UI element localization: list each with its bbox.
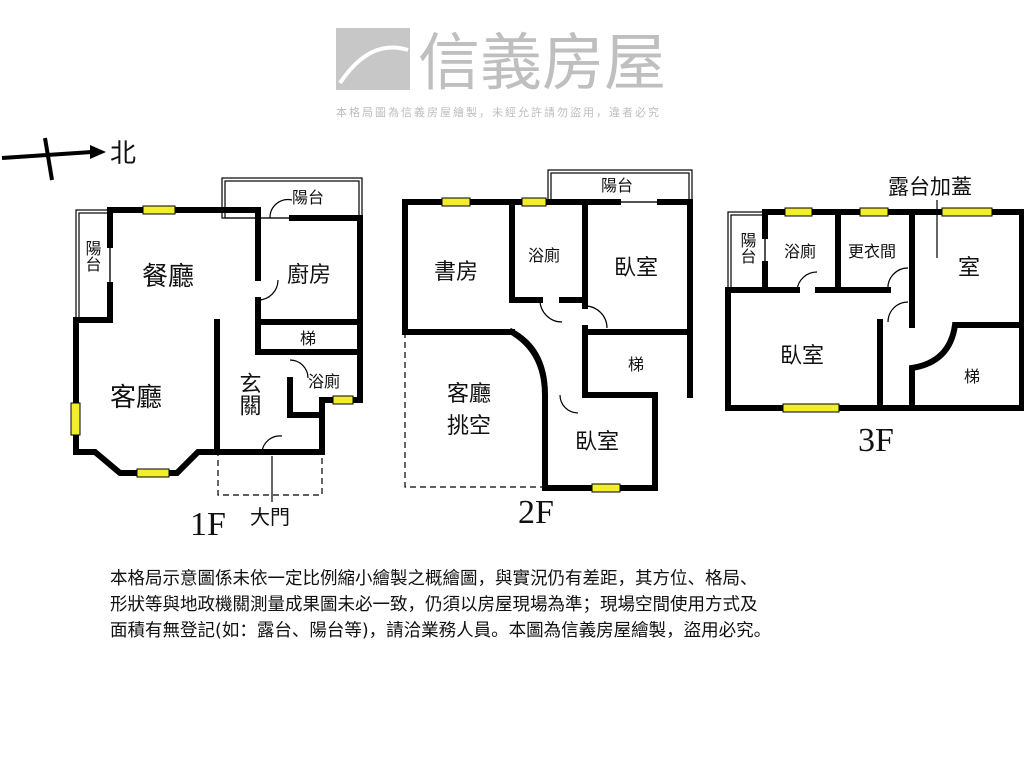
watermark-logo-text: 信義房屋 xyxy=(418,26,666,99)
floor-label-2f: 2F xyxy=(518,494,554,531)
room-label-main-door: 大門 xyxy=(250,505,290,529)
window xyxy=(941,207,993,217)
room-label-terrace-addition: 露台加蓋 xyxy=(888,175,972,199)
floor-2-plan xyxy=(402,169,693,493)
watermark-logo-icon xyxy=(336,28,410,90)
room-label-kitchen: 廚房 xyxy=(287,263,331,288)
window xyxy=(784,207,813,217)
room-label-bedroom: 臥室 xyxy=(614,256,658,281)
disclaimer-line: 本格局示意圖係未依一定比例縮小繪製之概繪圖，與實況仍有差距，其方位、格局、 xyxy=(110,569,758,589)
room-label-study: 書房 xyxy=(434,260,478,285)
disclaimer-line: 形狀等與地政機關測量成果圖未必一致，仍須以房屋現場為準；現場空間使用方式及 xyxy=(110,595,758,615)
window xyxy=(441,197,471,207)
floor-1-plan xyxy=(70,177,363,502)
room-label-stairs: 梯 xyxy=(628,355,644,374)
room-label-dining: 餐廳 xyxy=(142,262,194,292)
room-label-balcony: 陽台 xyxy=(601,176,633,195)
room-label-balcony: 陽台 xyxy=(292,188,324,207)
floor-label-3f: 3F xyxy=(858,422,894,459)
room-label-stairs: 梯 xyxy=(964,367,980,386)
window xyxy=(859,207,889,217)
room-label-living-void: 客廳 xyxy=(447,382,491,407)
watermark: 信義房屋 本格局圖為信義房屋繪製，未經允許請勿盜用，違者必究 xyxy=(336,26,666,119)
window xyxy=(70,402,81,436)
room-label-closet: 更衣間 xyxy=(848,242,896,261)
window xyxy=(591,483,621,493)
room-label-bedroom: 臥室 xyxy=(575,430,619,455)
room-label-balcony: 陽台 xyxy=(83,240,102,272)
disclaimer-notes: 本格局示意圖係未依一定比例縮小繪製之概繪圖，與實況仍有差距，其方位、格局、 形狀… xyxy=(110,566,930,644)
north-arrow-icon xyxy=(1,137,106,181)
room-label-stairs: 梯 xyxy=(300,329,316,348)
room-label-bedroom: 臥室 xyxy=(780,344,824,369)
compass-north-label: 北 xyxy=(110,139,136,169)
watermark-notice: 本格局圖為信義房屋繪製，未經允許請勿盜用，違者必究 xyxy=(336,105,661,119)
window xyxy=(136,468,170,478)
floor-label-1f: 1F xyxy=(190,506,226,543)
disclaimer-line: 面積有無登記(如：露台、陽台等)，請洽業務人員。本圖為信義房屋繪製，盜用必究。 xyxy=(110,621,772,641)
window xyxy=(521,197,547,207)
window xyxy=(332,395,354,405)
room-label-foyer: 玄關 xyxy=(236,372,261,416)
room-label-balcony: 陽台 xyxy=(738,232,757,264)
room-label-bathroom: 浴廁 xyxy=(784,242,816,261)
room-label-living-void: 挑空 xyxy=(447,414,491,439)
room-label-living: 客廳 xyxy=(110,383,162,413)
window xyxy=(142,205,176,215)
window xyxy=(782,403,840,413)
room-label-bathroom: 浴廁 xyxy=(308,372,340,391)
room-label-bathroom: 浴廁 xyxy=(528,246,560,265)
floor-3-plan xyxy=(725,200,1024,413)
room-label-room: 室 xyxy=(958,256,980,281)
